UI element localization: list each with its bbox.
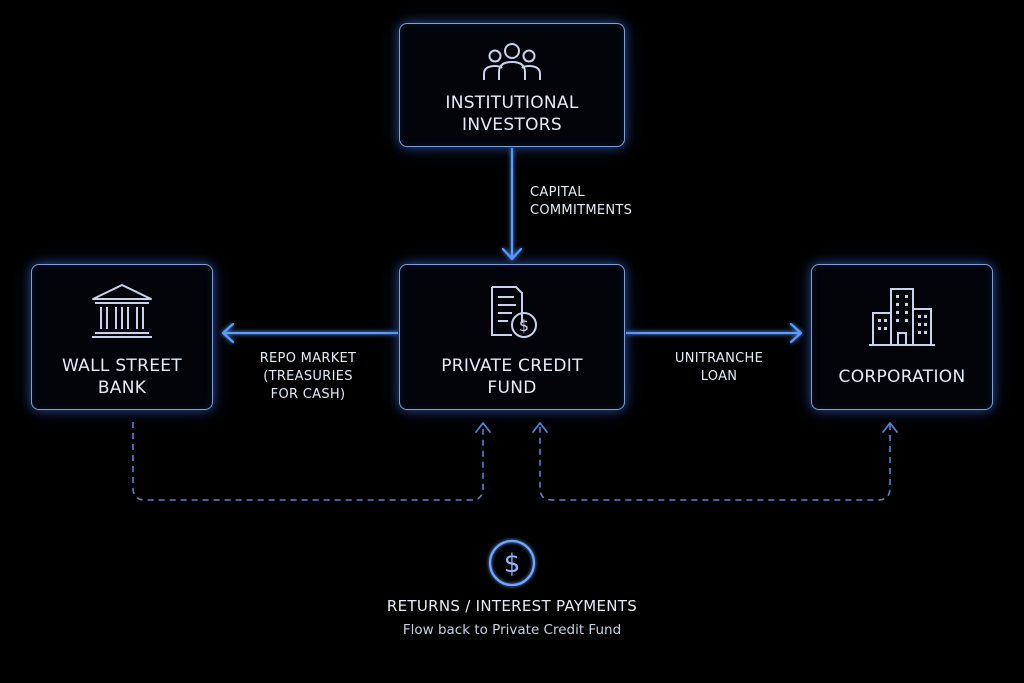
- corporation-label: CORPORATION: [838, 367, 966, 387]
- institutional-investors-label: INSTITUTIONAL INVESTORS: [445, 93, 579, 135]
- wall-street-bank-label: WALL STREET BANK: [61, 356, 182, 398]
- capital-commitments-label: CAPITAL COMMITMENTS: [530, 185, 633, 218]
- document-dollar-icon: $: [491, 286, 537, 338]
- people-group-icon: [483, 43, 541, 80]
- bank-building-icon: [92, 284, 152, 338]
- returns-from-corporation-arrow: [532, 422, 898, 501]
- returns-from-bank-arrow: [132, 422, 491, 501]
- svg-text:$: $: [519, 316, 529, 335]
- repo-market-label: REPO MARKET (TREASURIES FOR CASH): [259, 351, 357, 402]
- institutional-investors-node: INSTITUTIONAL INVESTORS: [399, 23, 625, 147]
- svg-text:$: $: [504, 549, 521, 579]
- office-buildings-icon: [869, 288, 935, 346]
- corporation-node: CORPORATION: [811, 264, 993, 410]
- repo-market-arrow: [221, 322, 398, 344]
- private-credit-fund-node: $ PRIVATE CREDIT FUND: [399, 264, 625, 410]
- capital-commitments-arrow: [501, 148, 523, 261]
- returns-title: RETURNS / INTEREST PAYMENTS: [386, 597, 638, 615]
- unitranche-loan-label: UNITRANCHE LOAN: [674, 351, 764, 384]
- wall-street-bank-node: WALL STREET BANK: [31, 264, 213, 410]
- returns-subtitle: Flow back to Private Credit Fund: [402, 622, 622, 638]
- private-credit-fund-label: PRIVATE CREDIT FUND: [441, 356, 583, 398]
- unitranche-loan-arrow: [626, 322, 803, 344]
- dollar-coin-icon: $: [488, 539, 536, 587]
